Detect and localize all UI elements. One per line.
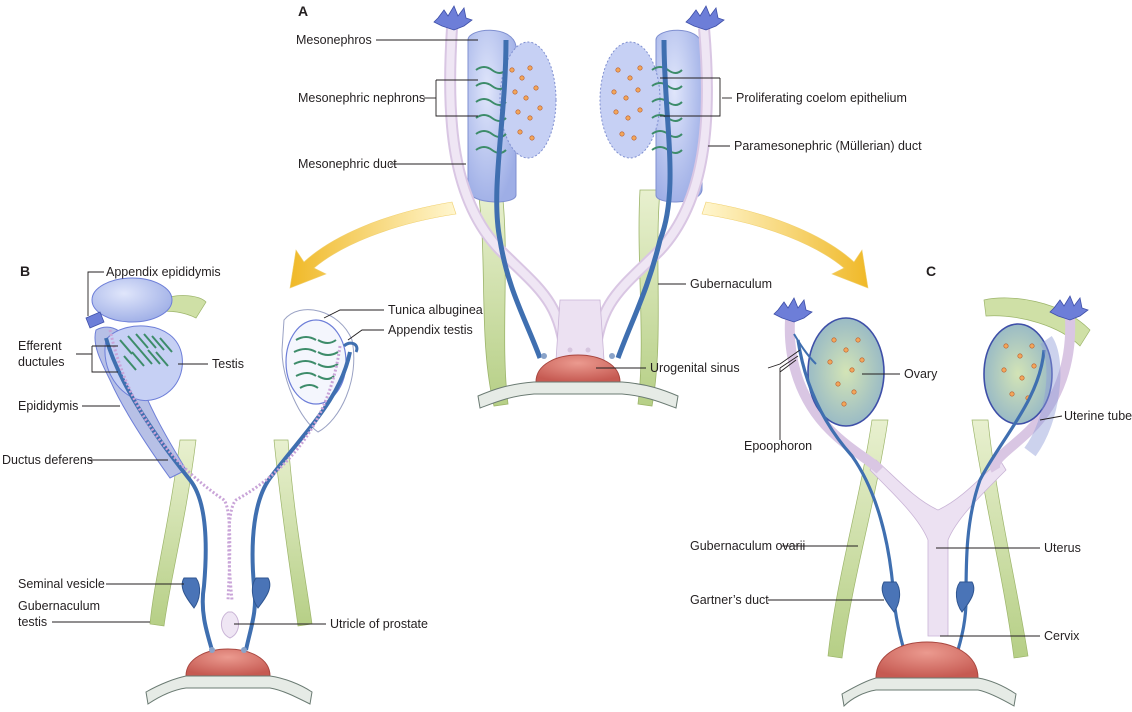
label-epididymis: Epididymis bbox=[18, 399, 78, 413]
fused-paramesonephric-a bbox=[555, 299, 605, 361]
label-paramesonephric-duct: Paramesonephric (Müllerian) duct bbox=[734, 139, 922, 153]
utricle-of-prostate bbox=[221, 611, 239, 639]
gartners-cyst-left bbox=[881, 581, 901, 613]
panel-letter-b: B bbox=[20, 263, 30, 279]
gonad-ridge-right bbox=[599, 41, 661, 159]
gartners-cyst-right bbox=[955, 581, 975, 613]
gartners-duct-left bbox=[796, 339, 906, 651]
gubernaculum-testis-left bbox=[149, 439, 197, 627]
fimbria-right-c bbox=[1049, 295, 1089, 321]
label-gubernaculum: Gubernaculum bbox=[690, 277, 772, 291]
efferent-ductules-left bbox=[119, 333, 173, 371]
arrow-to-male bbox=[289, 201, 457, 289]
label-mesonephric-duct: Mesonephric duct bbox=[298, 157, 397, 171]
panel-b bbox=[85, 277, 359, 705]
label-appendix-testis: Appendix testis bbox=[388, 323, 473, 337]
label-uterine-tube: Uterine tube bbox=[1064, 409, 1132, 423]
pelvic-floor-c bbox=[841, 677, 1017, 708]
label-efferent-ductules-2: ductules bbox=[18, 355, 65, 369]
label-tunica-albuginea: Tunica albuginea bbox=[388, 303, 483, 317]
label-urogenital-sinus: Urogenital sinus bbox=[650, 361, 740, 375]
label-gubernaculum-testis-1: Gubernaculum bbox=[18, 599, 100, 613]
panel-c bbox=[773, 295, 1091, 708]
urogenital-sinus-b bbox=[185, 648, 271, 677]
seminal-vesicle-left bbox=[181, 577, 201, 609]
label-gartners-duct: Gartner’s duct bbox=[690, 593, 769, 607]
urogenital-sinus-c bbox=[875, 641, 979, 679]
gartners-duct-right bbox=[956, 349, 1046, 651]
ovarian-follicles bbox=[827, 337, 1037, 407]
mesonephric-duct-right-a bbox=[615, 39, 673, 359]
panel-letter-c: C bbox=[926, 263, 936, 279]
labels: A B C Mesonephros Mesonephric nephrons M… bbox=[2, 3, 1132, 643]
leader-lines bbox=[52, 39, 1063, 637]
pelvic-floor-b bbox=[145, 675, 313, 705]
uterine-tube-right bbox=[990, 317, 1076, 473]
label-mesonephros: Mesonephros bbox=[296, 33, 372, 47]
label-cervix: Cervix bbox=[1044, 629, 1080, 643]
appendix-epididymis bbox=[85, 311, 105, 329]
label-gubernaculum-ovarii: Gubernaculum ovarii bbox=[690, 539, 805, 553]
panel-a bbox=[433, 5, 725, 409]
label-ovary: Ovary bbox=[904, 367, 938, 381]
label-appendix-epididymis: Appendix epididymis bbox=[106, 265, 221, 279]
urogenital-sinus-a bbox=[535, 354, 621, 383]
epoophoron-left bbox=[793, 333, 817, 365]
ligament-top-c bbox=[983, 297, 1091, 347]
gubernaculum-right-a bbox=[637, 189, 661, 407]
fimbria-right-a bbox=[685, 5, 725, 31]
testis-left bbox=[91, 277, 173, 323]
fimbria-left-c bbox=[773, 297, 813, 323]
label-uterus: Uterus bbox=[1044, 541, 1081, 555]
uterine-tube-right-overlay bbox=[1024, 335, 1061, 457]
label-efferent-ductules-1: Efferent bbox=[18, 339, 62, 353]
seminal-vesicle-right bbox=[251, 577, 271, 609]
label-mesonephric-nephrons: Mesonephric nephrons bbox=[298, 91, 425, 105]
gubernaculum-ovarii-left bbox=[827, 419, 889, 659]
germ-cells-a bbox=[509, 65, 643, 141]
regressing-paramesonephric-left bbox=[108, 329, 232, 601]
pelvic-floor-a bbox=[477, 381, 679, 409]
panel-letter-a: A bbox=[298, 3, 308, 19]
fimbria-left-a bbox=[433, 5, 473, 31]
ovary-left bbox=[807, 317, 885, 427]
gonad-ridge-left bbox=[499, 41, 557, 159]
label-ductus-deferens: Ductus deferens bbox=[2, 453, 93, 467]
uterine-tube-left bbox=[784, 319, 884, 474]
seminiferous-cords bbox=[293, 336, 339, 389]
label-utricle-of-prostate: Utricle of prostate bbox=[330, 617, 428, 631]
label-proliferating-coelom: Proliferating coelom epithelium bbox=[736, 91, 907, 105]
label-epoophoron: Epoophoron bbox=[744, 439, 812, 453]
label-gubernaculum-testis-2: testis bbox=[18, 615, 47, 629]
label-testis: Testis bbox=[212, 357, 244, 371]
mesonephric-duct-left-a bbox=[494, 39, 543, 359]
ovary-right bbox=[983, 323, 1053, 425]
label-seminal-vesicle: Seminal vesicle bbox=[18, 577, 105, 591]
appendix-testis bbox=[342, 341, 359, 353]
ductus-deferens-right bbox=[244, 351, 352, 651]
gubernaculum-testis-right bbox=[273, 439, 313, 627]
arrow-to-female bbox=[701, 201, 869, 289]
